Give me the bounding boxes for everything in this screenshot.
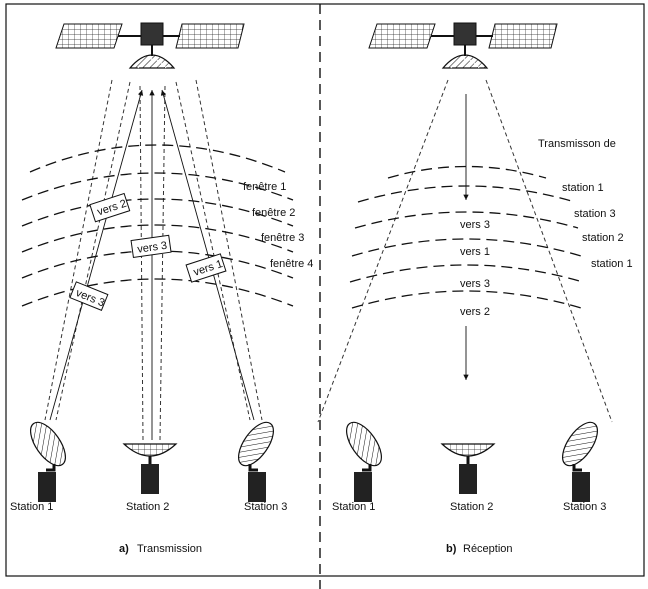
window-arc-2	[21, 172, 294, 201]
caption-letter-b: b)	[446, 543, 457, 555]
beam-edge-a-right	[195, 79, 263, 421]
dish-icon-station-2-b	[440, 442, 496, 496]
packet-b-2: vers 1	[460, 246, 490, 258]
dish-icon-station-2-a	[122, 442, 178, 496]
source-station-label-1: station 1	[562, 182, 604, 194]
beam-line	[55, 81, 131, 421]
window-arc-1	[29, 144, 286, 173]
packet-vers-1: vers 1	[185, 253, 227, 283]
dish-icon-station-1-a	[22, 415, 74, 504]
source-station-label-3: station 2	[582, 232, 624, 244]
transmission-header: Transmisson de	[538, 138, 616, 150]
packet-vers-2: vers 2	[89, 192, 131, 223]
packet-b-1: vers 3	[460, 219, 490, 231]
window-arc-b-5	[349, 264, 584, 283]
station-label-1-a: Station 1	[10, 501, 53, 513]
panel-a-transmission: fenêtre 1 fenêtre 2 fenêtre 3 fenêtre 4 …	[10, 22, 313, 555]
beam-edge-b-left	[317, 79, 449, 423]
frame	[5, 3, 645, 577]
window-arc-6	[21, 278, 294, 307]
window-arc-3	[21, 198, 294, 227]
station-label-2-a: Station 2	[126, 501, 169, 513]
window-arc-b-2	[357, 185, 576, 203]
beam-line	[139, 85, 144, 441]
window-label-2: fenêtre 2	[252, 207, 295, 219]
window-arc-5	[21, 250, 294, 279]
dish-icon-station-1-b	[338, 415, 390, 504]
satellite-icon-a	[55, 22, 245, 69]
svg-text:vers 3: vers 3	[137, 240, 168, 256]
window-label-3: fenêtre 3	[261, 232, 304, 244]
station-label-2-b: Station 2	[450, 501, 493, 513]
packet-b-4: vers 2	[460, 306, 490, 318]
beam-line	[175, 81, 251, 421]
dish-icon-station-3-a	[230, 415, 282, 504]
window-label-1: fenêtre 1	[243, 181, 286, 193]
dish-icon-station-3-b	[554, 415, 606, 504]
station-label-3-b: Station 3	[563, 501, 606, 513]
caption-a: Transmission	[137, 543, 202, 555]
source-station-label-4: station 1	[591, 258, 633, 270]
uplink-arrow-station-1	[49, 89, 144, 421]
station-label-1-b: Station 1	[332, 501, 375, 513]
beam-edge-b-right	[485, 79, 613, 423]
window-arc-b-1	[387, 165, 547, 179]
beam-line	[159, 85, 166, 441]
packet-vers-3-center: vers 3	[130, 234, 172, 258]
satellite-icon-b	[368, 22, 558, 69]
window-label-4: fenêtre 4	[270, 258, 313, 270]
window-arc-4	[21, 224, 294, 253]
source-station-label-2: station 3	[574, 208, 616, 220]
beam-edge-a-left	[44, 79, 113, 421]
window-arc-b-3	[354, 211, 579, 229]
packet-b-3: vers 3	[460, 278, 490, 290]
panel-b-reception: Transmisson de vers 3 vers 1 vers 3 vers…	[317, 22, 633, 555]
caption-b: Réception	[463, 543, 513, 555]
station-label-3-a: Station 3	[244, 501, 287, 513]
caption-letter-a: a)	[119, 543, 129, 555]
